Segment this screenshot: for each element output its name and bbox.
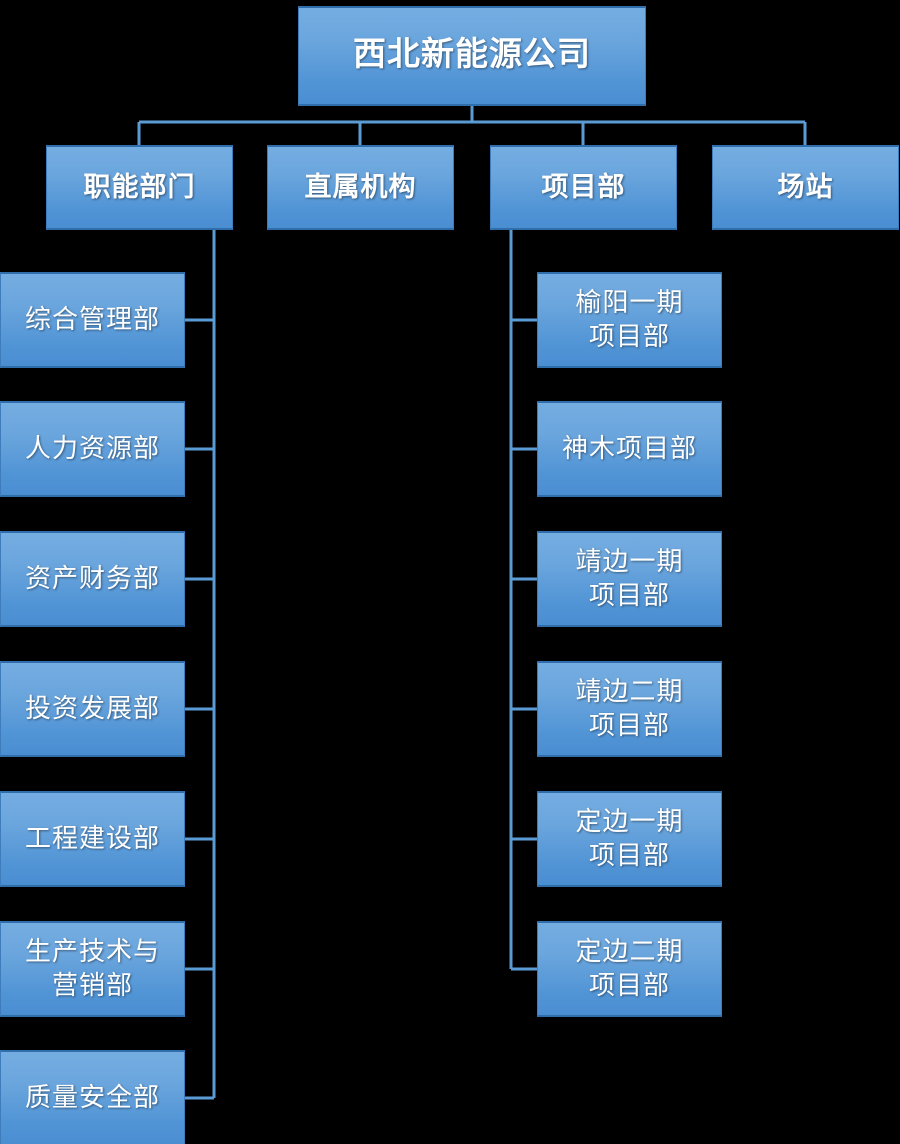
- node-project-yuyang-phase1[interactable]: 榆阳一期 项目部: [537, 272, 722, 368]
- node-root-company[interactable]: 西北新能源公司: [298, 6, 646, 106]
- node-dept-production-tech-marketing[interactable]: 生产技术与 营销部: [0, 921, 185, 1017]
- node-stations[interactable]: 场站: [712, 145, 899, 230]
- node-dept-quality-safety[interactable]: 质量安全部: [0, 1050, 185, 1144]
- node-project-shenmu[interactable]: 神木项目部: [537, 401, 722, 497]
- node-project-jingbian-phase2[interactable]: 靖边二期 项目部: [537, 661, 722, 757]
- node-project-dingbian-phase2[interactable]: 定边二期 项目部: [537, 921, 722, 1017]
- node-functional-departments[interactable]: 职能部门: [46, 145, 233, 230]
- node-project-departments[interactable]: 项目部: [490, 145, 677, 230]
- node-dept-asset-finance[interactable]: 资产财务部: [0, 531, 185, 627]
- node-dept-investment-development[interactable]: 投资发展部: [0, 661, 185, 757]
- node-dept-general-management[interactable]: 综合管理部: [0, 272, 185, 368]
- node-project-dingbian-phase1[interactable]: 定边一期 项目部: [537, 791, 722, 887]
- node-dept-engineering-construction[interactable]: 工程建设部: [0, 791, 185, 887]
- node-project-jingbian-phase1[interactable]: 靖边一期 项目部: [537, 531, 722, 627]
- node-direct-institutions[interactable]: 直属机构: [267, 145, 454, 230]
- node-dept-human-resources[interactable]: 人力资源部: [0, 401, 185, 497]
